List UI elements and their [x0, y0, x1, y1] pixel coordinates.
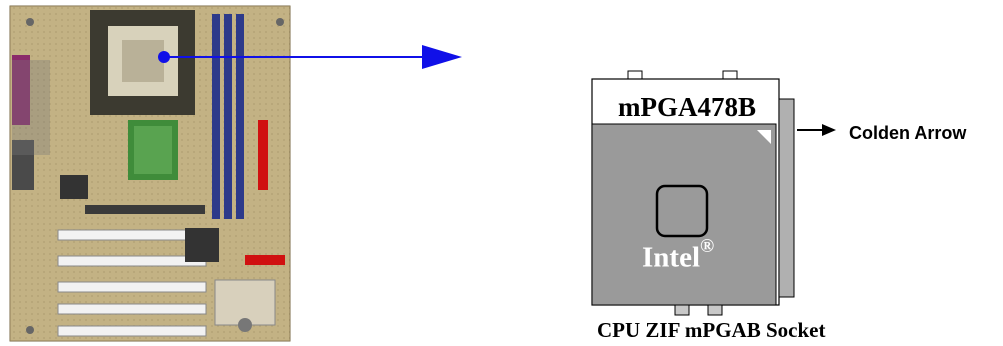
golden-arrow-label: Colden Arrow — [849, 123, 967, 143]
cpu-brand-text: Intel — [642, 241, 700, 274]
socket-label: mPGA478B — [618, 92, 756, 122]
cpu-chip — [591, 123, 777, 306]
registered-mark: ® — [700, 236, 715, 257]
cpu-brand-label: Intel® — [642, 236, 714, 275]
pointer-arrow — [158, 45, 462, 69]
golden-arrow-pointer — [797, 124, 836, 136]
golden-arrow-marker — [757, 130, 771, 144]
socket-lever — [778, 98, 795, 298]
motherboard-image — [9, 5, 291, 342]
diagram-caption: CPU ZIF mPGAB Socket — [597, 318, 826, 342]
cpu-socket-diagram — [591, 70, 836, 316]
